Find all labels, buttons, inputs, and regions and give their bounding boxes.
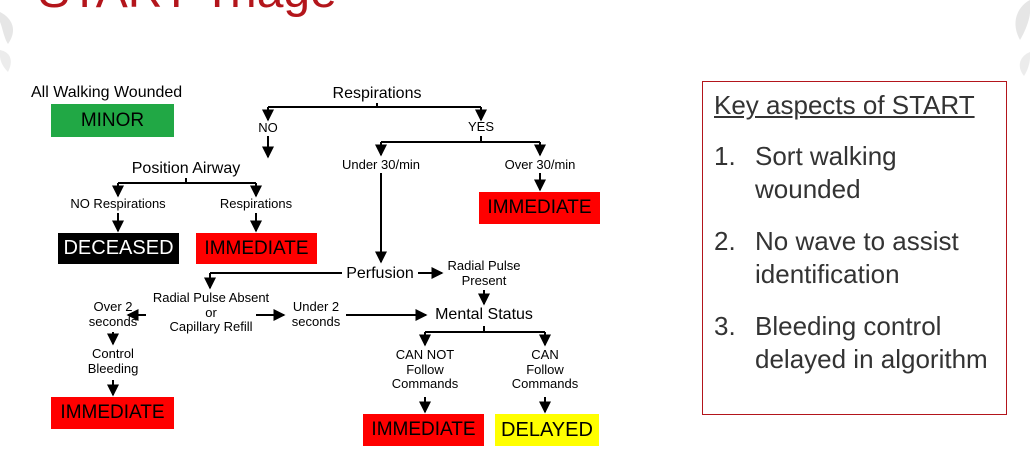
immediate-airway-box: IMMEDIATE bbox=[196, 233, 317, 264]
floral-decoration-left bbox=[0, 12, 14, 72]
label-no-respirations: NO Respirations bbox=[70, 196, 166, 211]
label-radial-pulse-absent: Radial Pulse Absent or Capillary Refill bbox=[152, 290, 270, 335]
flowchart-connectors bbox=[107, 103, 551, 414]
slide-title: START Triage bbox=[38, 0, 337, 18]
label-under-2-seconds: Under 2 seconds bbox=[291, 299, 341, 329]
label-cannot-follow-commands: CAN NOT Follow Commands bbox=[391, 347, 459, 392]
label-no: NO bbox=[258, 120, 278, 135]
key-aspects-title: Key aspects of START bbox=[714, 90, 975, 120]
minor-box: MINOR bbox=[51, 104, 174, 137]
key-aspects-panel: Key aspects of START 1. Sort walking wou… bbox=[702, 81, 1007, 415]
label-position-airway: Position Airway bbox=[131, 160, 241, 177]
deceased-box: DECEASED bbox=[58, 233, 179, 264]
label-under-30: Under 30/min bbox=[341, 157, 421, 172]
label-can-follow-commands: CAN Follow Commands bbox=[511, 347, 579, 392]
label-respirations-after-airway: Respirations bbox=[219, 196, 293, 211]
label-control-bleeding: Control Bleeding bbox=[87, 346, 139, 376]
label-respirations: Respirations bbox=[332, 85, 422, 102]
immediate-bleeding-box: IMMEDIATE bbox=[51, 397, 174, 429]
label-over-30: Over 30/min bbox=[504, 157, 576, 172]
label-radial-pulse-present: Radial Pulse Present bbox=[447, 258, 521, 288]
immediate-respirations-box: IMMEDIATE bbox=[479, 192, 600, 224]
floral-decoration-right bbox=[1015, 0, 1030, 76]
label-yes: YES bbox=[467, 119, 495, 134]
label-all-walking-wounded: All Walking Wounded bbox=[31, 84, 183, 101]
delayed-box: DELAYED bbox=[495, 414, 599, 446]
label-over-2-seconds: Over 2 seconds bbox=[88, 299, 138, 329]
label-perfusion: Perfusion bbox=[346, 265, 414, 282]
label-mental-status: Mental Status bbox=[435, 306, 533, 323]
immediate-mental-box: IMMEDIATE bbox=[363, 414, 484, 446]
